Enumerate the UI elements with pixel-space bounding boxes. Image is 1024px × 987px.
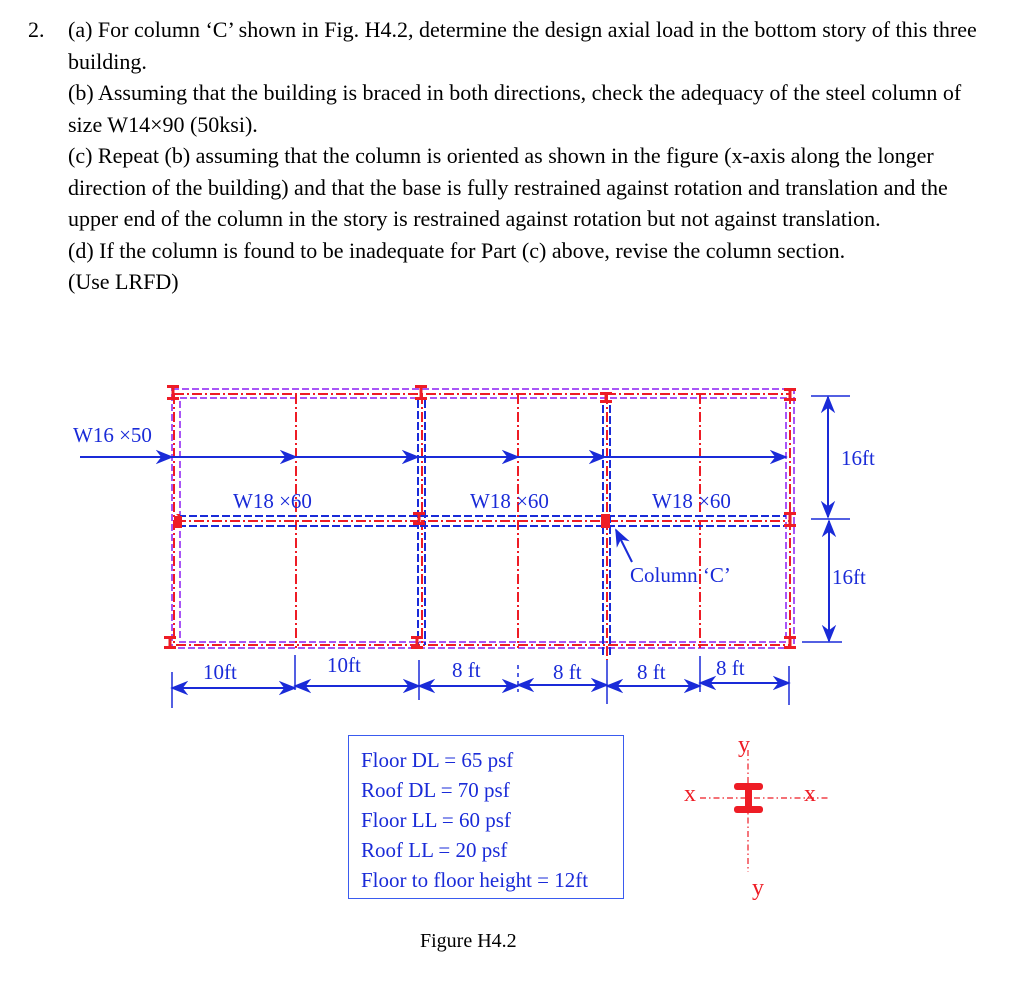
dim-label-4: 8 ft	[553, 660, 582, 684]
dim-label-6: 8 ft	[716, 656, 745, 680]
axis-x-right: x	[804, 781, 816, 807]
part-c: (c) Repeat (b) assuming that the column …	[68, 143, 948, 231]
figure-caption: Figure H4.2	[420, 930, 517, 952]
floor-dl: Floor DL = 65 psf	[361, 748, 514, 772]
part-b: (b) Assuming that the building is braced…	[68, 80, 962, 137]
vertical-dimension-arrows	[820, 395, 837, 643]
section-axes	[700, 750, 830, 872]
horizontal-dimension-arrows	[170, 675, 791, 696]
question-parts: (a) For column ‘C’ shown in Fig. H4.2, d…	[68, 14, 998, 298]
column-c-label: Column ‘C’	[630, 563, 731, 587]
red-gridlines	[173, 393, 791, 660]
column-c-leader	[615, 528, 633, 563]
floor-height: Floor to floor height = 12ft	[361, 868, 589, 892]
method-note: (Use LRFD)	[68, 269, 179, 294]
blue-beams	[178, 400, 786, 656]
girder-label: W16 ×50	[73, 423, 152, 447]
roof-ll: Roof LL = 20 psf	[361, 838, 508, 862]
question-number: 2.	[28, 17, 45, 42]
dim-label-1: 10ft	[203, 660, 237, 684]
dim-label-3: 8 ft	[452, 658, 481, 682]
vertical-dimensions	[802, 395, 850, 643]
loads-box: Floor DL = 65 psf Roof DL = 70 psf Floor…	[348, 735, 624, 899]
beam-label-1: W18 ×60	[233, 489, 312, 513]
beam-label-3: W18 ×60	[652, 489, 731, 513]
beam-label-2: W18 ×60	[470, 489, 549, 513]
column-symbols	[164, 385, 796, 649]
roof-dl: Roof DL = 70 psf	[361, 778, 510, 802]
purple-outline	[171, 388, 795, 649]
dim-label-5: 8 ft	[637, 660, 666, 684]
i-section-icon	[734, 783, 763, 813]
part-a: (a) For column ‘C’ shown in Fig. H4.2, d…	[68, 17, 977, 74]
axis-x-left: x	[684, 781, 696, 807]
floor-ll: Floor LL = 60 psf	[361, 808, 511, 832]
axis-y-top: y	[738, 732, 750, 758]
part-d: (d) If the column is found to be inadequ…	[68, 237, 846, 263]
dim-label-v1: 16ft	[841, 446, 875, 470]
dim-label-v2: 16ft	[832, 565, 866, 589]
axis-y-bottom: y	[752, 875, 764, 901]
dim-label-2: 10ft	[327, 653, 361, 677]
